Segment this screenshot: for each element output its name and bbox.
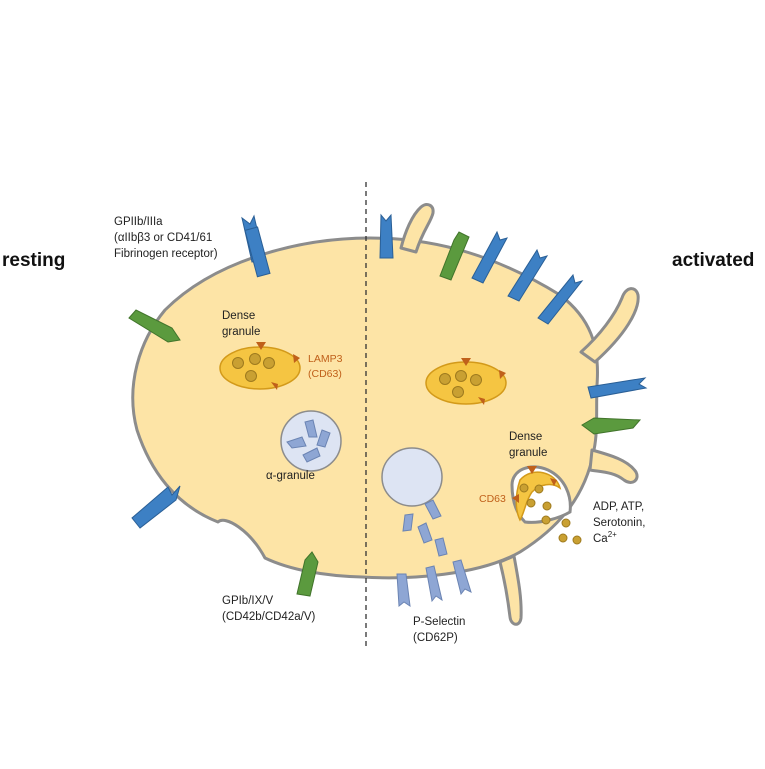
p-selectin-receptor bbox=[425, 565, 443, 603]
gp1b-receptor-activated bbox=[439, 231, 470, 281]
alpha-granule-label: α-granule bbox=[266, 470, 315, 482]
granule-dot bbox=[232, 357, 244, 369]
granule-dot bbox=[455, 370, 467, 382]
pseudopod-top bbox=[399, 203, 435, 254]
granule-dot bbox=[245, 370, 257, 382]
lamp3-marker bbox=[293, 354, 300, 363]
granule-dot bbox=[439, 373, 451, 385]
dense-granule-activated-label-line1: Dense bbox=[509, 431, 542, 443]
pseudopod-right-upper bbox=[579, 287, 640, 364]
cd63-marker bbox=[527, 466, 537, 474]
gp1b-label-line1: GPIb/IX/V bbox=[222, 595, 273, 607]
cd63-marker bbox=[478, 397, 485, 405]
lamp3-marker bbox=[256, 342, 266, 350]
alpha-granule-content bbox=[286, 436, 307, 449]
released-dot bbox=[561, 518, 571, 528]
gp1b-receptor-activated bbox=[581, 417, 642, 435]
dense-granule-resting bbox=[219, 346, 301, 390]
gp2b3a-label-line2: (αIIbβ3 or CD41/61 bbox=[114, 232, 212, 244]
gp1b-label-line2: (CD42b/CD42a/V) bbox=[222, 611, 315, 623]
alpha-granule-content bbox=[304, 419, 318, 438]
granule-dot bbox=[263, 357, 275, 369]
granule-dot bbox=[519, 483, 529, 493]
granule-dot bbox=[452, 386, 464, 398]
p-selectin-fragment bbox=[434, 537, 448, 557]
p-selectin-label-line2: (CD62P) bbox=[413, 632, 458, 644]
dense-granule-fusing bbox=[515, 471, 562, 522]
gp2b3a-receptor bbox=[131, 485, 181, 529]
lamp3-label-line2: (CD63) bbox=[308, 368, 342, 380]
cd63-marker bbox=[461, 358, 471, 366]
alpha-granule-content bbox=[302, 447, 321, 463]
gp2b3a-receptor-activated bbox=[379, 213, 394, 259]
activated-label: activated bbox=[672, 250, 754, 271]
gp2b3a-label-line3: Fibrinogen receptor) bbox=[114, 248, 218, 260]
released-dot bbox=[526, 498, 536, 508]
cd63-marker bbox=[550, 478, 557, 486]
gp2b3a-receptor bbox=[244, 226, 271, 278]
p-selectin-receptor bbox=[452, 559, 472, 596]
pseudopod-bottom bbox=[498, 554, 523, 626]
released-label-line2: Serotonin, bbox=[593, 517, 645, 529]
lamp3-marker bbox=[271, 382, 278, 390]
released-dot bbox=[558, 533, 568, 543]
alpha-granule-content bbox=[316, 429, 331, 448]
cd63-label: CD63 bbox=[479, 493, 506, 505]
dense-granule-label-line2: granule bbox=[222, 326, 260, 338]
p-selectin-fragment bbox=[424, 499, 442, 520]
released-dot bbox=[542, 501, 552, 511]
resting-label: resting bbox=[2, 250, 65, 271]
p-selectin-label-line1: P-Selectin bbox=[413, 616, 465, 628]
p-selectin-fragment bbox=[402, 513, 414, 532]
alpha-granule-activated bbox=[381, 447, 443, 507]
gp1b-receptor bbox=[296, 551, 319, 597]
gp2b3a-receptor-activated bbox=[537, 273, 584, 325]
lamp3-label-line1: LAMP3 bbox=[308, 353, 343, 365]
p-selectin-receptor bbox=[396, 573, 411, 608]
granule-dot bbox=[534, 484, 544, 494]
gp2b3a-label-line1: GPIIb/IIIa bbox=[114, 216, 163, 228]
dense-granule-activated bbox=[425, 361, 507, 405]
dense-granule-label-line1: Dense bbox=[222, 310, 255, 322]
dense-granule-activated-label-line2: granule bbox=[509, 447, 547, 459]
gp1b-receptor bbox=[128, 309, 181, 343]
gp2b3a-receptor-activated bbox=[471, 230, 508, 284]
platelet-cell-body bbox=[131, 236, 599, 580]
released-label-line3: Ca2+ bbox=[593, 530, 617, 545]
cd63-marker bbox=[512, 494, 519, 503]
pseudopod-right-lower bbox=[588, 448, 639, 484]
gp2b3a-receptor-activated bbox=[587, 377, 648, 399]
granule-dot bbox=[470, 374, 482, 386]
alpha-granule bbox=[280, 410, 342, 472]
released-dot bbox=[541, 515, 551, 525]
cd63-marker bbox=[499, 370, 506, 379]
released-label-line1: ADP, ATP, bbox=[593, 501, 644, 513]
released-dot bbox=[572, 535, 582, 545]
calcium-label: Ca bbox=[593, 533, 608, 545]
p-selectin-fragment bbox=[417, 522, 433, 544]
calcium-superscript: 2+ bbox=[608, 530, 617, 539]
granule-dot bbox=[249, 353, 261, 365]
gp2b3a-receptor-activated bbox=[507, 248, 549, 302]
